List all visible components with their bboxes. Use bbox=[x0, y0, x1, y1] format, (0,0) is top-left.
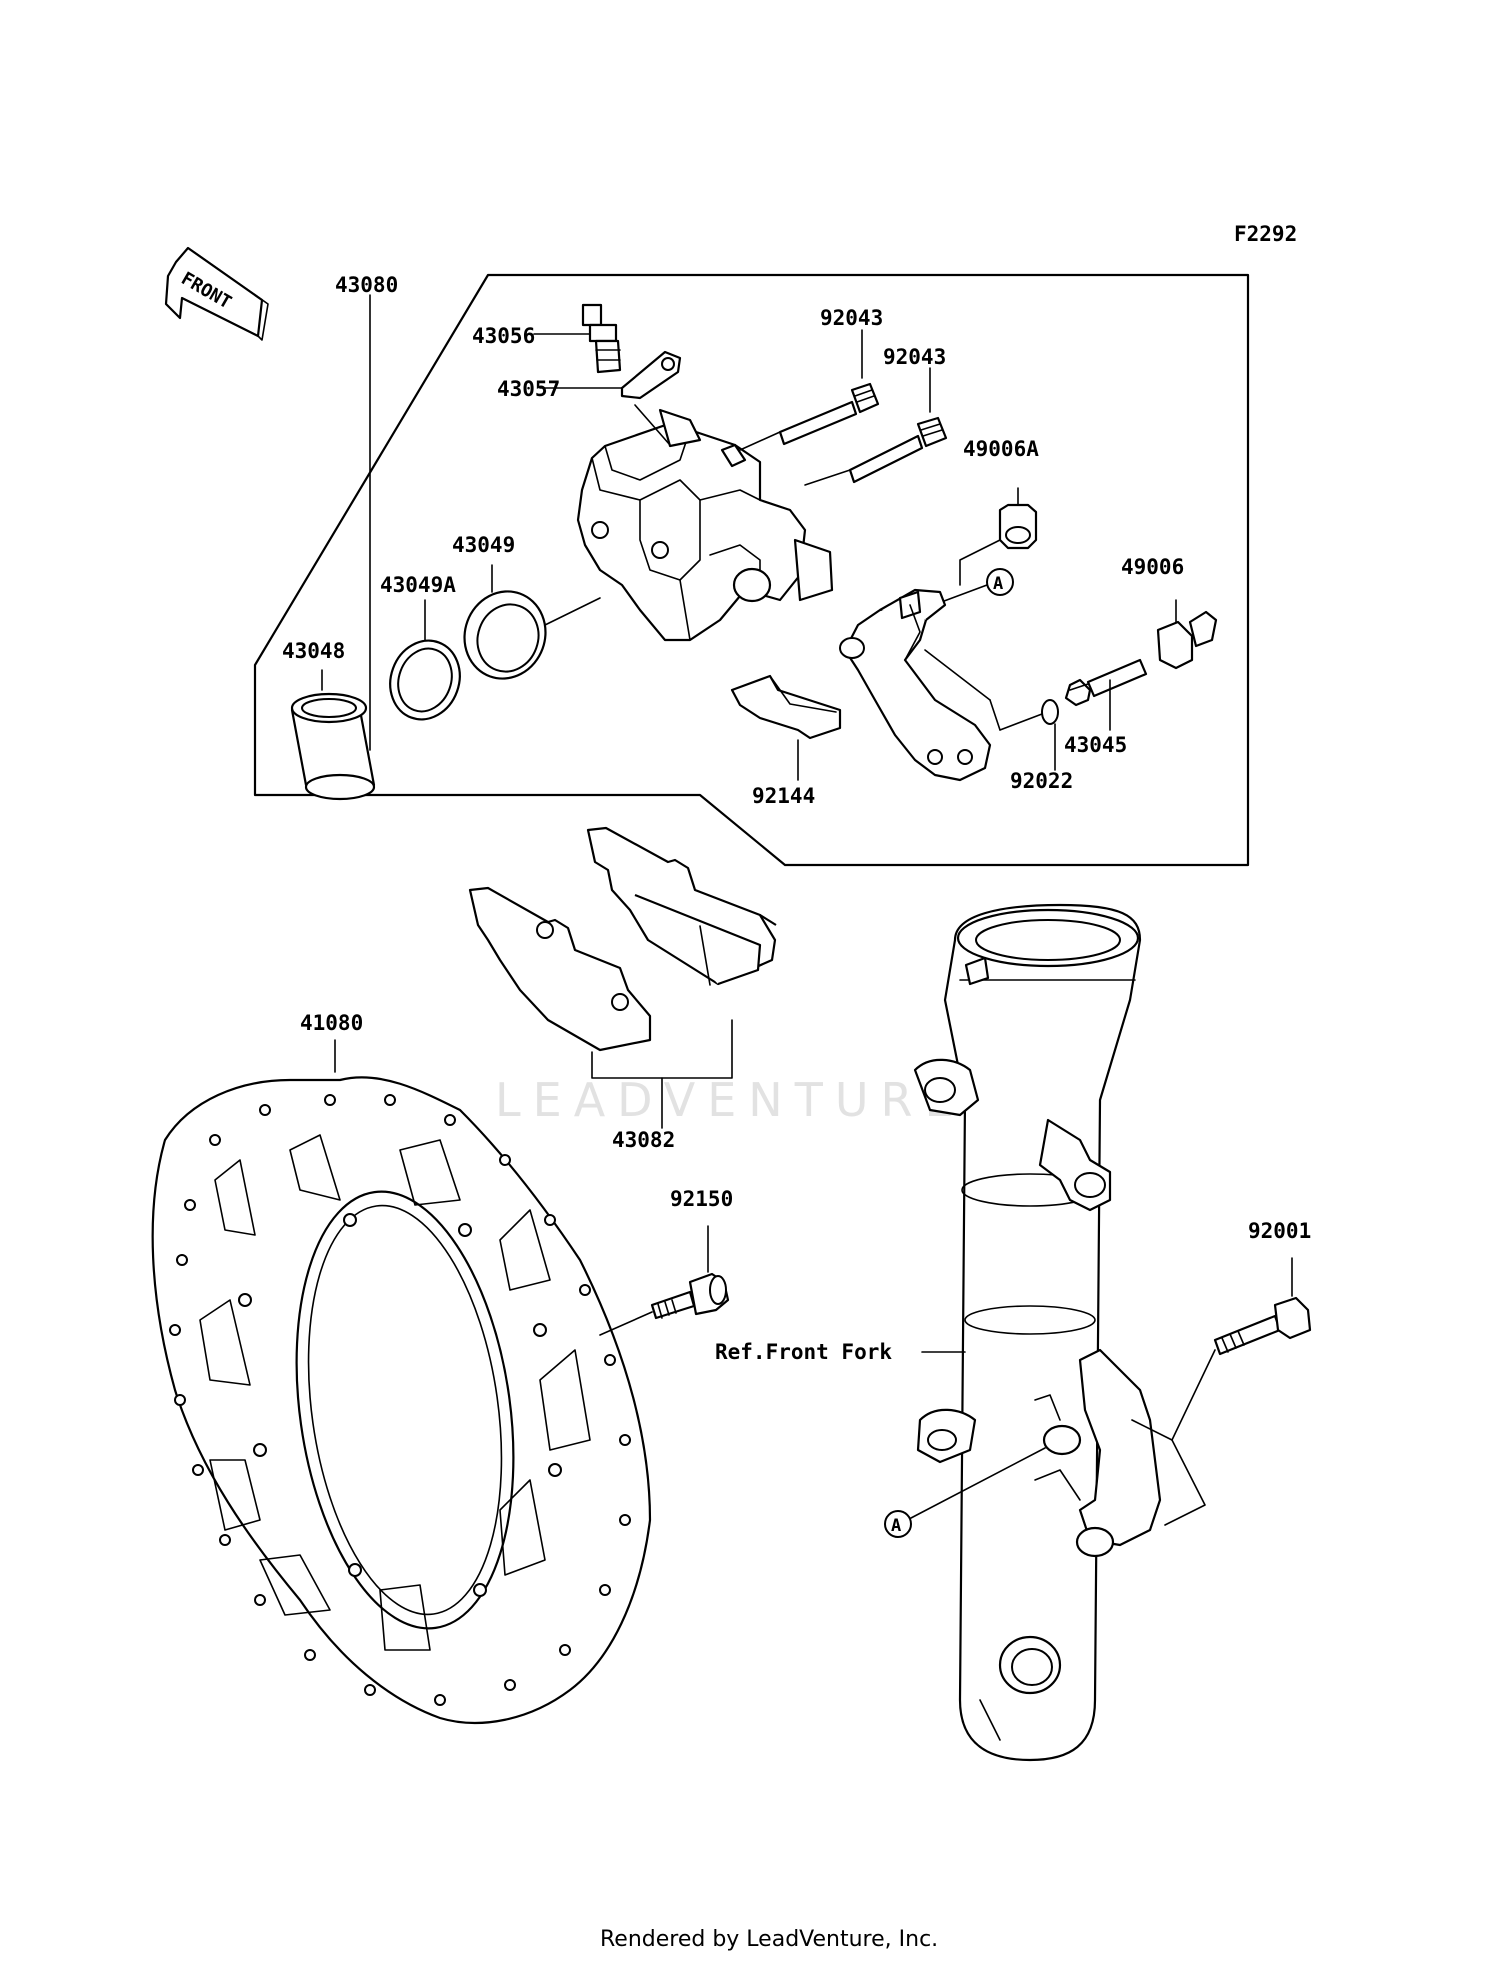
pad-set-bracket bbox=[591, 1019, 733, 1129]
slide-pin-lower bbox=[804, 367, 948, 486]
label-pad-spring: 92144 bbox=[752, 784, 815, 808]
slide-pin-upper bbox=[739, 329, 880, 451]
disc-bolt bbox=[599, 1225, 730, 1336]
label-caliper-bolt: 92001 bbox=[1248, 1219, 1311, 1243]
label-piston-seal: 43049A bbox=[380, 573, 456, 597]
label-piston: 43048 bbox=[282, 639, 345, 663]
circlip bbox=[999, 699, 1059, 771]
bleed-valve bbox=[533, 303, 622, 374]
label-bleed-cap: 43057 bbox=[497, 377, 560, 401]
bracket-pin bbox=[1064, 658, 1148, 731]
bleed-cap bbox=[539, 350, 682, 400]
piston bbox=[290, 692, 376, 801]
brake-pad-front bbox=[468, 886, 652, 1052]
label-caliper-assembly: 43080 bbox=[335, 273, 398, 297]
figure-code: F2292 bbox=[1234, 222, 1297, 246]
front-arrow-icon: FRONT bbox=[164, 246, 269, 341]
label-circlip: 92022 bbox=[1010, 769, 1073, 793]
label-disc-bolt: 92150 bbox=[670, 1187, 733, 1211]
boot bbox=[1156, 599, 1218, 670]
label-bleed-valve: 43056 bbox=[472, 324, 535, 348]
label-ref-front-fork: Ref.Front Fork bbox=[715, 1340, 892, 1364]
label-pin-upper: 92043 bbox=[820, 306, 883, 330]
caliper-bolt bbox=[1131, 1257, 1312, 1526]
label-pin-lower: 92043 bbox=[883, 345, 946, 369]
brake-pad-rear bbox=[586, 826, 777, 986]
footer-credit: Rendered by LeadVenture, Inc. bbox=[600, 1927, 938, 1952]
brake-disc bbox=[151, 1039, 652, 1725]
marker-a-top: A bbox=[919, 568, 1014, 611]
label-pad-set: 43082 bbox=[612, 1128, 675, 1152]
marker-a-bottom: A bbox=[884, 1447, 1046, 1538]
caliper-assembly-boundary bbox=[253, 273, 1250, 867]
marker-a-top-label: A bbox=[993, 574, 1003, 594]
marker-a-bottom-label: A bbox=[891, 1516, 901, 1536]
label-dust-seal: 43049 bbox=[452, 533, 515, 557]
piston-seal bbox=[389, 599, 461, 721]
label-disc: 41080 bbox=[300, 1011, 363, 1035]
caliper-body bbox=[576, 404, 834, 642]
caliper-bracket bbox=[839, 588, 1001, 782]
dust-seal bbox=[463, 564, 601, 680]
pad-spring bbox=[730, 674, 842, 781]
label-boot: 49006 bbox=[1121, 555, 1184, 579]
label-bracket-pin: 43045 bbox=[1064, 733, 1127, 757]
front-fork bbox=[913, 903, 1162, 1762]
boot-a bbox=[959, 487, 1038, 586]
watermark-text: LEADVENTURE bbox=[495, 1073, 966, 1127]
label-boot-a: 49006A bbox=[963, 437, 1039, 461]
